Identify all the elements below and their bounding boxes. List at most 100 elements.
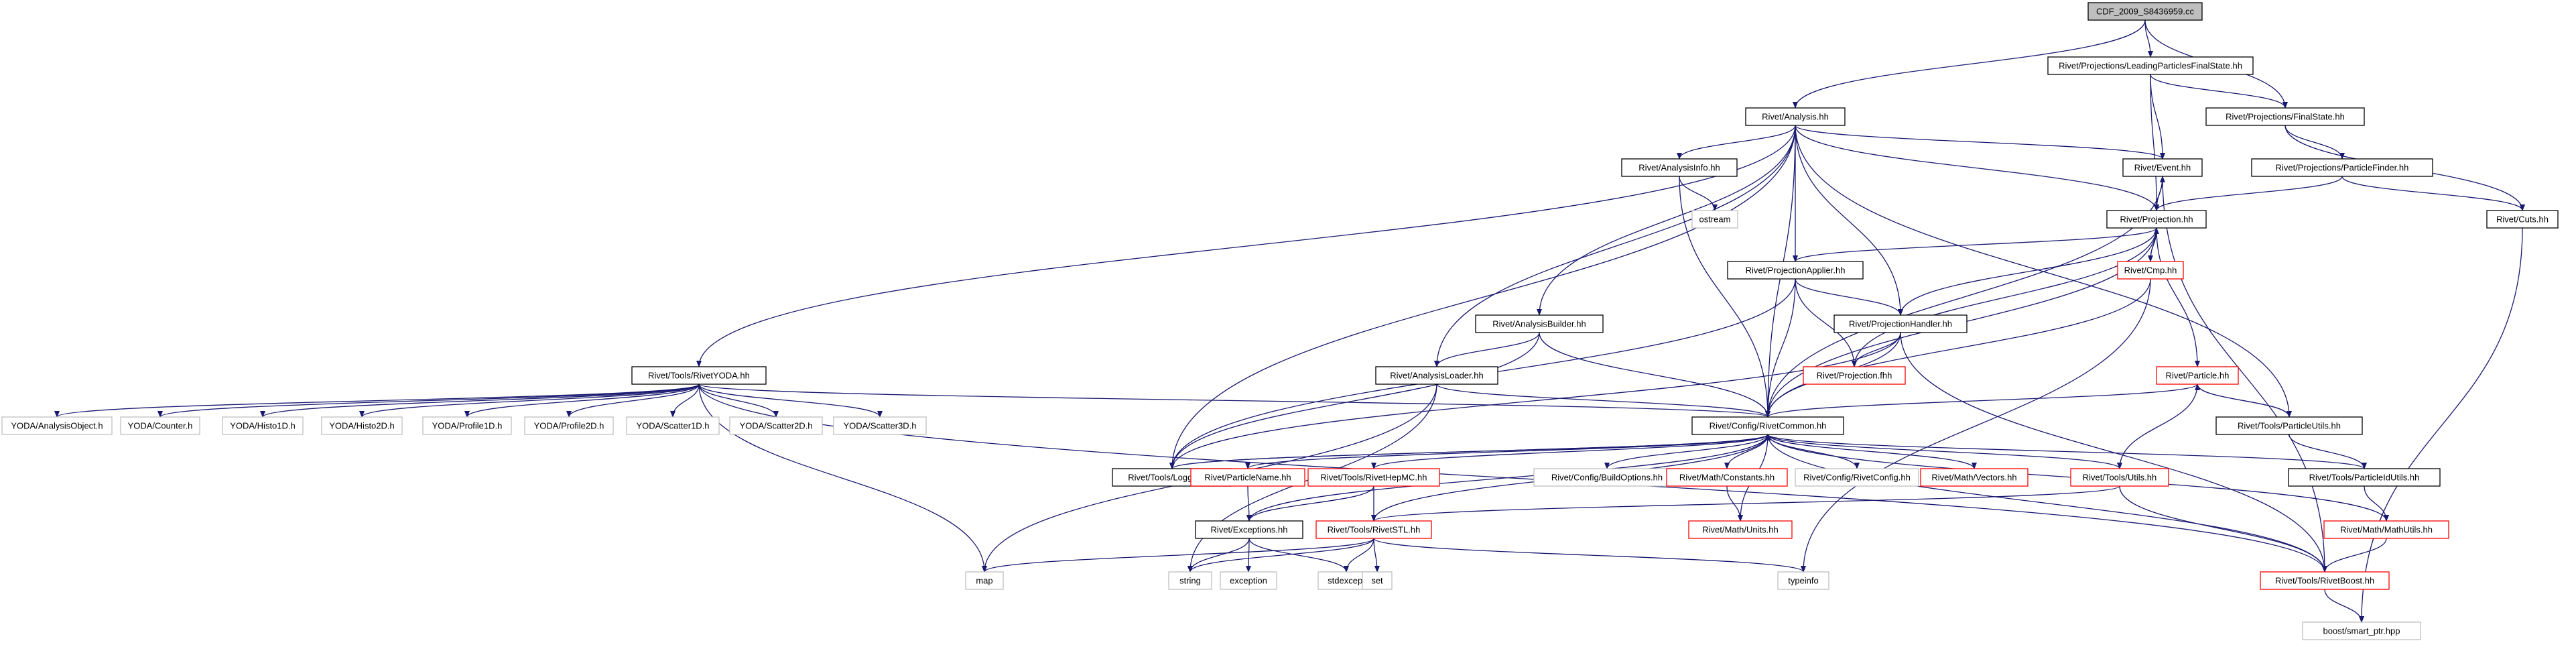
edge-logging-to-rivetcommon (1171, 434, 1770, 469)
node-rivethepmc[interactable]: Rivet/Tools/RivetHepMC.hh (1307, 468, 1440, 487)
edge-rivetyoda-to-yprofile1d (464, 384, 700, 418)
node-exception[interactable]: exception (1220, 571, 1277, 590)
node-label: Rivet/Cuts.hh (2496, 215, 2549, 225)
edge-rivetstl-to-stdexcept (1344, 538, 1374, 573)
node-yhisto2d[interactable]: YODA/Histo2D.h (321, 416, 403, 435)
node-analysis[interactable]: Rivet/Analysis.hh (1745, 107, 1846, 126)
node-projfhh[interactable]: Rivet/Projection.fhh (1803, 366, 1906, 385)
node-projhandler[interactable]: Rivet/ProjectionHandler.hh (1833, 314, 1968, 333)
node-event[interactable]: Rivet/Event.hh (2122, 158, 2203, 177)
node-label: Rivet/AnalysisLoader.hh (1390, 371, 1483, 381)
node-rivetconfig[interactable]: Rivet/Config/RivetConfig.hh (1795, 468, 1919, 487)
node-box (2251, 158, 2433, 177)
edge-rivetcommon-to-rivetboost (1767, 434, 2327, 573)
edge-rivetstl-to-string (1187, 538, 1374, 573)
edge-rivetyoda-to-yscatter3d (698, 384, 883, 418)
edge-projection-to-particle (2156, 227, 2200, 367)
node-box (626, 416, 720, 435)
node-box (2205, 107, 2365, 126)
node-set[interactable]: set (1362, 571, 1393, 590)
node-projection[interactable]: Rivet/Projection.hh (2106, 210, 2207, 229)
node-rivetstl[interactable]: Rivet/Tools/RivetSTL.hh (1315, 520, 1432, 539)
node-label: CDF_2009_S8436959.cc (2096, 7, 2194, 17)
node-label: Rivet/ProjectionApplier.hh (1746, 266, 1846, 276)
edge-rivetyoda-to-yprofile2d (566, 384, 700, 418)
node-label: Rivet/ParticleName.hh (1204, 473, 1291, 483)
node-box (1533, 468, 1681, 487)
node-label: YODA/Histo1D.h (230, 421, 296, 431)
node-smartptr[interactable]: boost/smart_ptr.hpp (2302, 622, 2421, 640)
node-ycounter[interactable]: YODA/Counter.h (120, 416, 200, 435)
node-mathvectors[interactable]: Rivet/Math/Vectors.hh (1920, 468, 2028, 487)
node-root[interactable]: CDF_2009_S8436959.cc (2087, 2, 2203, 21)
node-particlefinder[interactable]: Rivet/Projections/ParticleFinder.hh (2251, 158, 2433, 177)
node-box (729, 416, 823, 435)
edge-particleidutils-to-mathutils (2364, 485, 2389, 522)
edge-rivetyoda-to-yhisto1d (260, 384, 700, 418)
node-yscatter2d[interactable]: YODA/Scatter2D.h (729, 416, 823, 435)
node-string[interactable]: string (1168, 571, 1212, 590)
node-label: string (1179, 576, 1201, 586)
node-map[interactable]: map (965, 571, 1004, 590)
edge-rivetcommon-to-buildoptions (1604, 434, 1768, 469)
node-label: Rivet/Projections/LeadingParticlesFinalS… (2059, 61, 2242, 71)
node-ostream[interactable]: ostream (1691, 210, 1738, 229)
node-particle[interactable]: Rivet/Particle.hh (2156, 366, 2239, 385)
edge-rivetcommon-to-exceptions (1246, 434, 1768, 522)
node-buildoptions[interactable]: Rivet/Config/BuildOptions.hh (1533, 468, 1681, 487)
node-exceptions[interactable]: Rivet/Exceptions.hh (1195, 520, 1303, 539)
node-particleidutils[interactable]: Rivet/Tools/ParticleIdUtils.hh (2288, 468, 2441, 487)
node-rivetyoda[interactable]: Rivet/Tools/RivetYODA.hh (631, 366, 767, 385)
node-yao[interactable]: YODA/AnalysisObject.h (1, 416, 113, 435)
edge-rivetcommon-to-rivethepmc (1371, 434, 1768, 469)
node-particlename[interactable]: Rivet/ParticleName.hh (1190, 468, 1305, 487)
node-box (321, 416, 403, 435)
node-cmp[interactable]: Rivet/Cmp.hh (2117, 261, 2184, 280)
node-label: Rivet/Particle.hh (2166, 371, 2230, 381)
node-mathunits[interactable]: Rivet/Math/Units.hh (1688, 520, 1793, 539)
node-label: stdexcept (1328, 576, 1365, 586)
node-yscatter3d[interactable]: YODA/Scatter3D.h (833, 416, 927, 435)
node-analysisinfo[interactable]: Rivet/AnalysisInfo.hh (1621, 158, 1738, 177)
edge-rivetyoda-to-yscatter1d (670, 384, 700, 418)
node-label: YODA/Histo2D.h (329, 421, 395, 431)
node-cuts[interactable]: Rivet/Cuts.hh (2486, 210, 2559, 229)
node-box (1688, 520, 1793, 539)
node-analysisloader[interactable]: Rivet/AnalysisLoader.hh (1375, 366, 1498, 385)
node-label: ostream (1699, 215, 1731, 225)
node-box (631, 366, 767, 385)
node-rivetcommon[interactable]: Rivet/Config/RivetCommon.hh (1691, 416, 1844, 435)
node-rivetboost[interactable]: Rivet/Tools/RivetBoost.hh (2260, 571, 2390, 590)
edge-toolsutils-to-rivetstl (1371, 485, 2120, 522)
node-typeinfo[interactable]: typeinfo (1777, 571, 1829, 590)
node-yprofile2d[interactable]: YODA/Profile2D.h (524, 416, 614, 435)
node-box (2156, 366, 2239, 385)
node-mathutils[interactable]: Rivet/Math/MathUtils.hh (2323, 520, 2449, 539)
node-yprofile1d[interactable]: YODA/Profile1D.h (422, 416, 512, 435)
node-analysisbuilder[interactable]: Rivet/AnalysisBuilder.hh (1475, 314, 1604, 333)
node-label: Rivet/Config/RivetConfig.hh (1803, 473, 1911, 483)
node-particleutils[interactable]: Rivet/Tools/ParticleUtils.hh (2215, 416, 2363, 435)
edge-projhandler-to-logging (1169, 332, 1901, 469)
node-box (1727, 261, 1864, 280)
node-lpfs[interactable]: Rivet/Projections/LeadingParticlesFinalS… (2047, 56, 2254, 75)
edge-projection-to-projapplier (1793, 227, 2157, 262)
node-toolsutils[interactable]: Rivet/Tools/Utils.hh (2070, 468, 2169, 487)
node-box (2323, 520, 2449, 539)
node-yscatter1d[interactable]: YODA/Scatter1D.h (626, 416, 720, 435)
edge-particlename-to-exceptions (1246, 485, 1252, 522)
edge-rivetboost-to-smartptr (2324, 589, 2364, 623)
node-finalstate[interactable]: Rivet/Projections/FinalState.hh (2205, 107, 2365, 126)
edge-projection-to-event (2156, 176, 2165, 211)
node-mathconstants[interactable]: Rivet/Math/Constants.hh (1666, 468, 1788, 487)
edge-projection-to-projfhh (1852, 227, 2157, 367)
edge-particlefinder-to-cuts (2341, 176, 2525, 211)
edge-rivetstl-to-map (982, 538, 1374, 573)
node-projapplier[interactable]: Rivet/ProjectionApplier.hh (1727, 261, 1864, 280)
edge-toolsutils-to-rivetboost (2119, 485, 2327, 573)
edge-layer (54, 19, 2525, 623)
node-yhisto1d[interactable]: YODA/Histo1D.h (222, 416, 304, 435)
edge-projapplier-to-rivetcommon (1765, 278, 1796, 418)
node-box (1691, 416, 1844, 435)
node-box (1803, 366, 1906, 385)
